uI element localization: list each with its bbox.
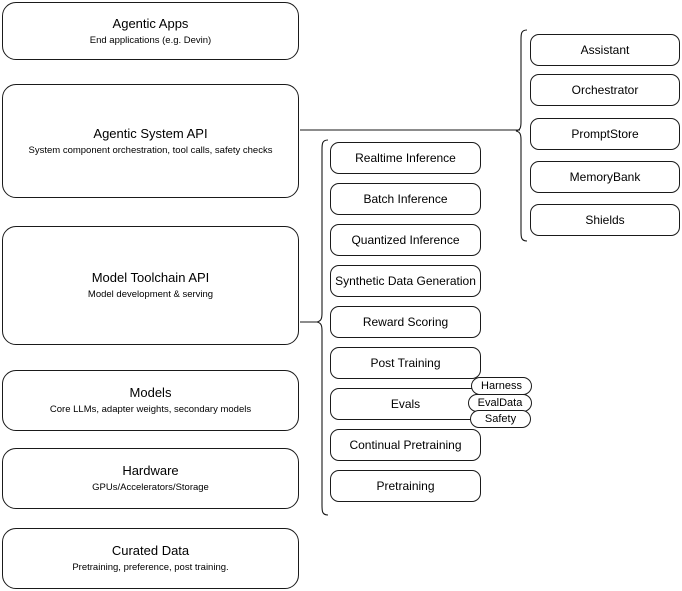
component-label: Assistant: [580, 42, 630, 57]
agentic-component-memorybank[interactable]: MemoryBank: [530, 161, 680, 193]
component-label: Continual Pretraining: [349, 437, 462, 452]
toolchain-component-reward-scoring[interactable]: Reward Scoring: [330, 306, 481, 338]
stack-layer-hardware[interactable]: Hardware GPUs/Accelerators/Storage: [2, 448, 299, 509]
middle-brace: [316, 139, 329, 516]
eval-badge-harness[interactable]: Harness: [471, 377, 532, 395]
stack-layer-subtitle: System component orchestration, tool cal…: [28, 144, 273, 156]
agentic-component-orchestrator[interactable]: Orchestrator: [530, 74, 680, 106]
badge-label: Harness: [481, 380, 522, 392]
component-label: PromptStore: [571, 126, 639, 141]
toolchain-component-quantized-inference[interactable]: Quantized Inference: [330, 224, 481, 256]
component-label: Quantized Inference: [351, 232, 460, 247]
component-label: Pretraining: [376, 478, 435, 493]
agentic-component-assistant[interactable]: Assistant: [530, 34, 680, 66]
agentic-component-promptstore[interactable]: PromptStore: [530, 118, 680, 150]
component-label: MemoryBank: [569, 169, 641, 184]
badge-label: EvalData: [477, 397, 523, 409]
stack-layer-curated-data[interactable]: Curated Data Pretraining, preference, po…: [2, 528, 299, 589]
toolchain-component-realtime-inference[interactable]: Realtime Inference: [330, 142, 481, 174]
eval-badge-safety[interactable]: Safety: [470, 410, 531, 428]
toolchain-component-post-training[interactable]: Post Training: [330, 347, 481, 379]
component-label: Post Training: [370, 355, 441, 370]
badge-label: Safety: [484, 413, 517, 425]
stack-layer-subtitle: End applications (e.g. Devin): [89, 34, 212, 46]
stack-layer-title: Agentic System API: [93, 125, 208, 141]
toolchain-component-batch-inference[interactable]: Batch Inference: [330, 183, 481, 215]
agentic-component-shields[interactable]: Shields: [530, 204, 680, 236]
stack-layer-model-toolchain-api[interactable]: Model Toolchain API Model development & …: [2, 226, 299, 345]
stack-layer-title: Model Toolchain API: [91, 270, 210, 285]
stack-layer-agentic-apps[interactable]: Agentic Apps End applications (e.g. Devi…: [2, 2, 299, 60]
toolchain-component-pretraining[interactable]: Pretraining: [330, 470, 481, 502]
stack-layer-models[interactable]: Models Core LLMs, adapter weights, secon…: [2, 370, 299, 431]
stack-layer-title: Models: [129, 385, 172, 400]
component-label: Reward Scoring: [362, 314, 449, 329]
toolchain-component-continual-pretraining[interactable]: Continual Pretraining: [330, 429, 481, 461]
toolchain-component-synthetic-data-generation[interactable]: Synthetic Data Generation: [330, 265, 481, 297]
stack-layer-title: Curated Data: [111, 543, 190, 558]
stack-layer-subtitle: Model development & serving: [87, 289, 214, 300]
component-label: Batch Inference: [363, 191, 448, 206]
stack-layer-subtitle: Pretraining, preference, post training.: [72, 562, 229, 573]
component-label: Synthetic Data Generation: [335, 273, 476, 288]
right-brace: [515, 29, 528, 242]
component-label: Realtime Inference: [355, 150, 456, 165]
stack-layer-agentic-system-api[interactable]: Agentic System API System component orch…: [2, 84, 299, 198]
stack-layer-title: Agentic Apps: [112, 15, 189, 31]
component-label: Orchestrator: [571, 82, 639, 97]
toolchain-component-evals[interactable]: Evals: [330, 388, 481, 420]
component-label: Shields: [585, 212, 625, 227]
component-label: Evals: [390, 396, 421, 411]
stack-layer-subtitle: GPUs/Accelerators/Storage: [92, 482, 209, 493]
stack-layer-subtitle: Core LLMs, adapter weights, secondary mo…: [49, 404, 252, 415]
stack-layer-title: Hardware: [122, 463, 179, 478]
